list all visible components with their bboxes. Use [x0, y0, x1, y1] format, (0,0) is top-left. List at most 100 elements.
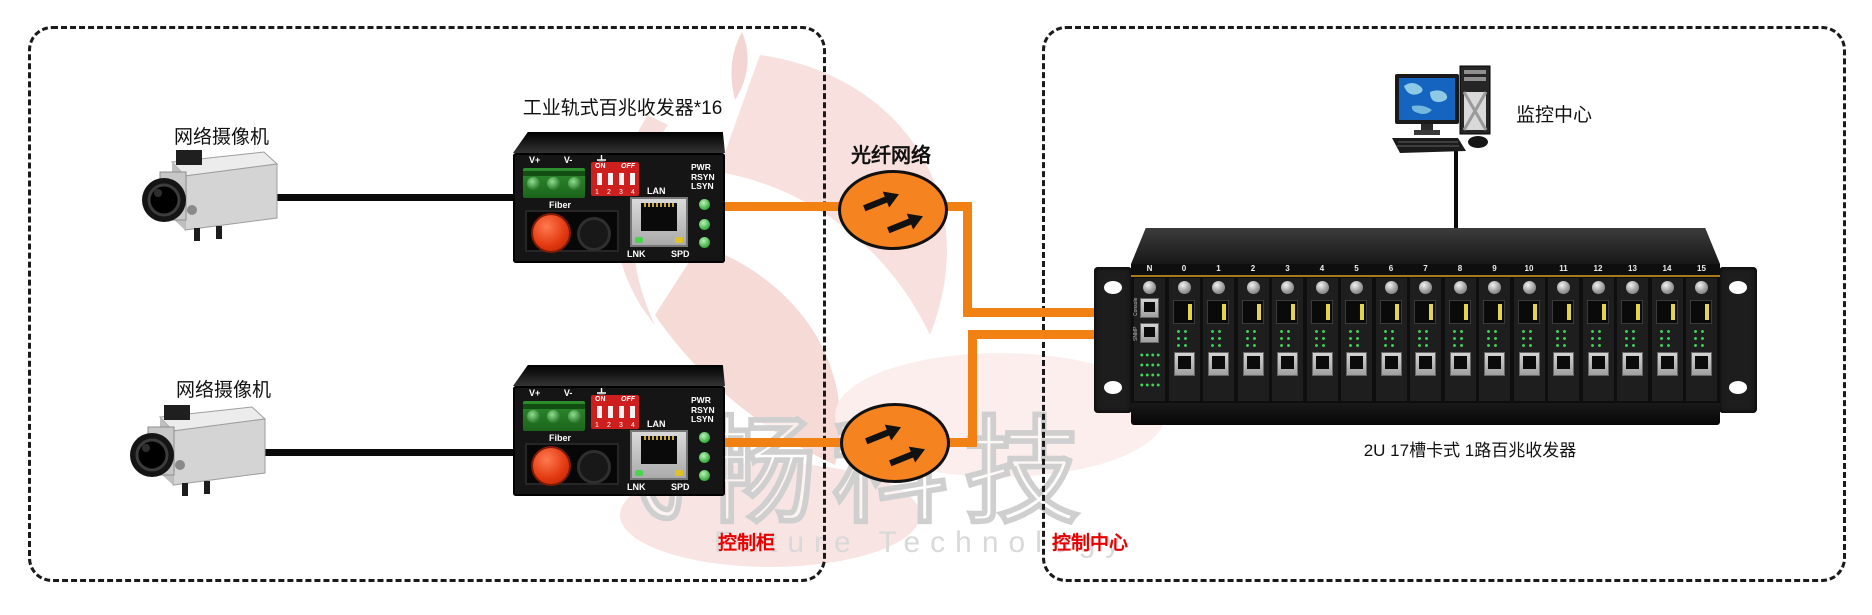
sfp-fiber-port[interactable]	[1517, 300, 1540, 324]
fc-fiber-connector[interactable]	[531, 213, 571, 253]
rack-slot-card: 2	[1237, 264, 1269, 401]
power-terminal-block	[523, 401, 585, 431]
card-rj45-port[interactable]	[1449, 352, 1471, 376]
rack-slot-card: 15	[1686, 264, 1717, 401]
thumbscrew[interactable]	[1522, 281, 1536, 294]
sfp-fiber-port[interactable]	[1552, 300, 1574, 324]
card-led-matrix	[1312, 328, 1328, 348]
link-led	[635, 470, 643, 476]
card-rj45-port[interactable]	[1277, 352, 1298, 376]
fiber-network-cloud-top	[838, 170, 948, 250]
sfp-fiber-port[interactable]	[1655, 300, 1678, 324]
rj45-lan-port[interactable]	[630, 430, 688, 480]
sfp-fiber-port[interactable]	[1379, 300, 1402, 324]
card-rj45-port[interactable]	[1553, 352, 1574, 376]
card-led-matrix	[1519, 328, 1535, 348]
thumbscrew[interactable]	[1350, 281, 1363, 294]
card-rj45-port[interactable]	[1484, 352, 1505, 376]
sfp-fiber-port[interactable]	[1586, 300, 1609, 324]
sfp-fiber-port[interactable]	[1276, 300, 1298, 324]
rsyn-led	[699, 219, 710, 230]
rj45-lan-port[interactable]	[630, 197, 688, 247]
terminal-screw	[526, 409, 540, 423]
thumbscrew[interactable]	[1177, 281, 1191, 294]
sfp-fiber-port[interactable]	[1621, 300, 1643, 324]
thumbscrew[interactable]	[1419, 281, 1432, 294]
card-rj45-port[interactable]	[1311, 352, 1333, 376]
thumbscrew[interactable]	[1453, 281, 1467, 294]
card-rj45-port[interactable]	[1587, 352, 1609, 376]
rack-slot-label: 10	[1524, 264, 1534, 273]
thumbscrew[interactable]	[1557, 281, 1570, 294]
status-led-labels: PWR RSYN LSYN	[691, 162, 715, 192]
dip-switch[interactable]	[619, 173, 624, 185]
dip-switch[interactable]	[608, 173, 613, 185]
sfp-fiber-port[interactable]	[1448, 300, 1471, 324]
card-led-matrix	[1450, 328, 1466, 348]
card-rj45-port[interactable]	[1242, 352, 1264, 376]
dip-switch[interactable]	[630, 173, 635, 185]
card-rj45-port[interactable]	[1346, 352, 1367, 376]
sfp-fiber-port[interactable]	[1310, 300, 1333, 324]
camera1-icon	[142, 150, 279, 241]
sfp-fiber-port[interactable]	[1345, 300, 1367, 324]
sfp-fiber-port[interactable]	[1483, 300, 1505, 324]
terminal-screw	[526, 176, 540, 190]
camera2-icon	[130, 405, 267, 496]
card-rj45-port[interactable]	[1518, 352, 1540, 376]
mgmt-rj45-port[interactable]	[1140, 298, 1159, 318]
card-rj45-port[interactable]	[1415, 352, 1436, 376]
rack-bottom-rail	[1131, 403, 1720, 425]
thumbscrew[interactable]	[1695, 281, 1708, 294]
dip-switch[interactable]	[619, 406, 624, 418]
thumbscrew[interactable]	[1246, 281, 1260, 294]
card-rj45-port[interactable]	[1173, 352, 1195, 376]
terminal-screw	[547, 176, 561, 190]
thumbscrew[interactable]	[1626, 281, 1639, 294]
fiber-socket[interactable]	[577, 450, 611, 484]
lsyn-led	[699, 470, 710, 481]
rack-slot-card: 4	[1306, 264, 1338, 401]
card-rj45-port[interactable]	[1208, 352, 1229, 376]
sfp-fiber-port[interactable]	[1414, 300, 1436, 324]
thumbscrew[interactable]	[1212, 281, 1225, 294]
sfp-fiber-port[interactable]	[1690, 300, 1712, 324]
dip-switch[interactable]	[608, 406, 613, 418]
thumbscrew[interactable]	[1660, 281, 1674, 294]
thumbscrew[interactable]	[1591, 281, 1605, 294]
fiber-socket[interactable]	[577, 217, 611, 251]
fc-fiber-connector[interactable]	[531, 446, 571, 486]
dip-num: 1	[595, 189, 599, 196]
card-rj45-port[interactable]	[1691, 352, 1712, 376]
thumbscrew[interactable]	[1143, 281, 1156, 294]
thumbscrew[interactable]	[1281, 281, 1294, 294]
rack-top-face	[1131, 228, 1720, 264]
fiber-network-label: 光纤网络	[851, 145, 931, 167]
fiber-link-rack-upper	[963, 308, 1100, 317]
rack-slot-label: N	[1146, 264, 1153, 273]
rj45-slot	[641, 436, 677, 464]
rack-slot-label: 1	[1216, 264, 1221, 273]
mgmt-rj45-port[interactable]	[1140, 323, 1159, 343]
fiber-link-rack-lower	[968, 330, 1100, 339]
dip-switch[interactable]	[630, 406, 635, 418]
sfp-fiber-port[interactable]	[1172, 300, 1195, 324]
speed-led	[675, 470, 683, 476]
thumbscrew[interactable]	[1315, 281, 1329, 294]
card-rj45-port[interactable]	[1622, 352, 1643, 376]
card-rj45-port[interactable]	[1656, 352, 1678, 376]
thumbscrew[interactable]	[1384, 281, 1398, 294]
dip-switch[interactable]	[597, 173, 602, 185]
rack-slot-label: 15	[1697, 264, 1706, 273]
control-cabinet-label: 控制柜	[718, 533, 776, 554]
sfp-fiber-port[interactable]	[1207, 300, 1229, 324]
card-rj45-port[interactable]	[1380, 352, 1402, 376]
mounting-hole	[1104, 381, 1122, 394]
sfp-fiber-port[interactable]	[1241, 300, 1264, 324]
thumbscrew[interactable]	[1488, 281, 1501, 294]
dip-switch[interactable]	[597, 406, 602, 418]
